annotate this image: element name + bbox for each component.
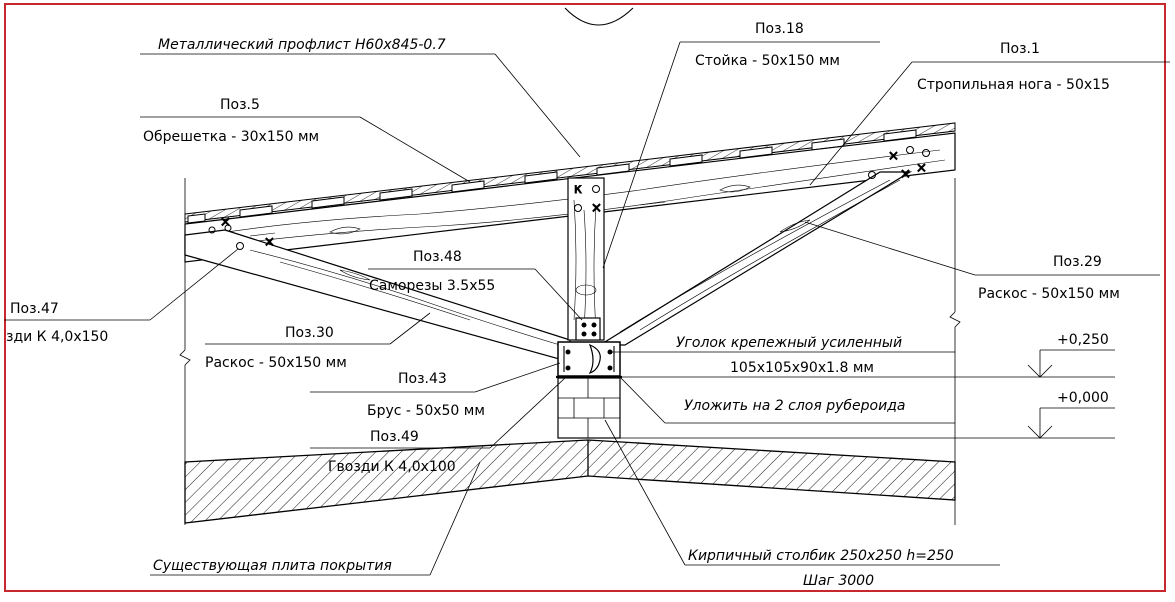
label-brace30: Раскос - 50х150 мм	[205, 355, 347, 371]
label-post: Стойка - 50х150 мм	[695, 53, 840, 69]
left-fasteners: × ×	[208, 215, 275, 251]
label-level-zero: +0,000	[1057, 390, 1109, 406]
label-angle-line1: Уголок крепежный усиленный	[676, 335, 902, 351]
connection-node	[556, 317, 622, 379]
svg-text:×: ×	[888, 149, 899, 164]
existing-slab	[184, 439, 956, 524]
label-slab: Существующая плита покрытия	[153, 558, 392, 574]
label-profile: Металлический профлист Н60х845-0.7	[158, 37, 446, 53]
level-marks	[620, 349, 1115, 439]
label-pos49: Поз.49	[370, 429, 419, 445]
label-pos29: Поз.29	[1053, 254, 1102, 270]
label-level-top: +0,250	[1057, 332, 1109, 348]
label-nails47: зди К 4,0х150	[6, 329, 108, 345]
svg-text:×: ×	[900, 167, 911, 182]
leader-lines	[4, 41, 1170, 576]
brace-left	[184, 229, 571, 363]
label-roofing: Уложить на 2 слоя рубероида	[684, 398, 905, 414]
brace-left-grain	[249, 249, 561, 346]
rafter-fasteners: × × ×	[868, 146, 930, 183]
label-pos30: Поз.30	[285, 325, 334, 341]
label-pos47: Поз.47	[10, 301, 59, 317]
post-wood-grain	[573, 199, 597, 331]
post-fasteners: к ×	[574, 182, 603, 217]
svg-text:×: ×	[264, 235, 275, 250]
label-lathing: Обрешетка - 30х150 мм	[143, 129, 319, 145]
svg-text:×: ×	[220, 215, 231, 230]
label-rafter: Стропильная нога - 50х15	[917, 77, 1110, 93]
label-brick-line2: Шаг 3000	[803, 573, 874, 589]
label-screws: Саморезы 3.5х55	[369, 278, 495, 294]
svg-text:к: к	[574, 182, 582, 197]
label-angle-line2: 105х105х90х1.8 мм	[730, 360, 874, 376]
top-arc	[564, 7, 634, 26]
label-pos18: Поз.18	[755, 21, 804, 37]
label-beam: Брус - 50х50 мм	[367, 403, 485, 419]
svg-text:×: ×	[591, 201, 602, 216]
label-brace29: Раскос - 50х150 мм	[978, 286, 1120, 302]
label-nails49: Гвозди К 4,0х100	[328, 459, 456, 475]
lathing-boards	[187, 129, 917, 224]
label-pos5: Поз.5	[220, 97, 260, 113]
svg-text:×: ×	[916, 161, 927, 176]
label-pos1: Поз.1	[1000, 41, 1040, 57]
label-pos43: Поз.43	[398, 371, 447, 387]
brace-right-grain	[619, 179, 901, 333]
label-pos48: Поз.48	[413, 249, 462, 265]
label-brick-line1: Кирпичный столбик 250х250 h=250	[688, 548, 954, 564]
brick-pier	[557, 377, 621, 439]
rafter-wood-grain	[199, 149, 946, 249]
